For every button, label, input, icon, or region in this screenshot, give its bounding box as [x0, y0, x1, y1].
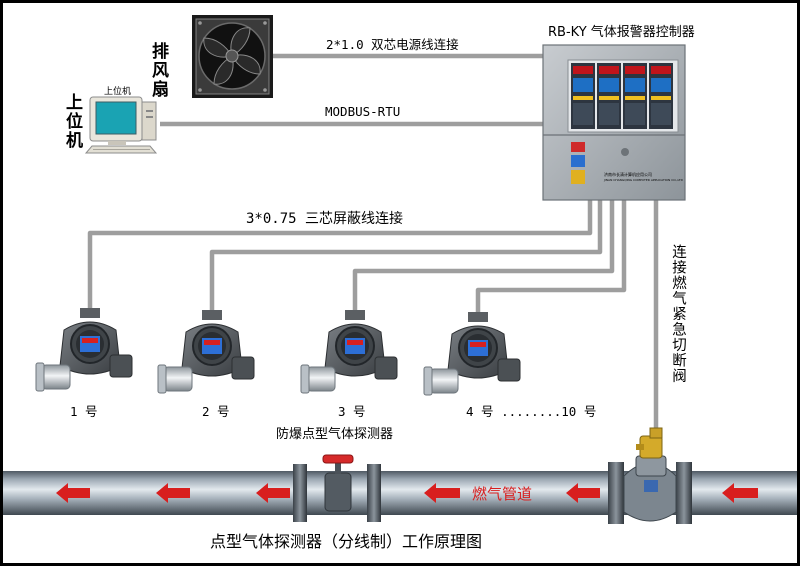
detector-2	[157, 310, 255, 394]
detector-1-cable	[87, 200, 593, 316]
detector-1	[35, 308, 133, 392]
detector-4-label: 4 号 ........10 号	[466, 404, 596, 419]
flow-arrows	[56, 483, 758, 503]
controller-panel-text-2: JINAN CHANGQING COMPUTER APPLICATION CO.…	[603, 178, 684, 182]
controller-cabinet: 济南市长清计算机应用公司 JINAN CHANGQING COMPUTER AP…	[542, 44, 686, 201]
diagram-title: 点型气体探测器（分线制）工作原理图	[210, 532, 482, 551]
host-computer	[84, 96, 158, 154]
pc-screen-label: 上位机	[104, 85, 131, 97]
detector-4	[423, 312, 521, 396]
controller-title: RB-KY 气体报警器控制器	[548, 24, 695, 40]
gas-pipe	[3, 462, 797, 524]
exhaust-fan	[192, 15, 273, 98]
controller-panel-text-1: 济南市长清计算机应用公司	[604, 171, 652, 177]
display-modules	[571, 63, 673, 129]
pipe-label: 燃气管道	[472, 485, 532, 503]
flow-arrow-5	[566, 483, 600, 503]
pc-label: 上位机	[62, 93, 83, 150]
pc-link-label: MODBUS-RTU	[325, 104, 400, 119]
manual-valve	[322, 454, 354, 512]
sensor-link-label: 3*0.75 三芯屏蔽线连接	[246, 210, 403, 227]
detector-caption: 防爆点型气体探测器	[276, 426, 393, 442]
flow-arrow-2	[156, 483, 190, 503]
flow-arrow-6	[722, 483, 758, 503]
fan-label: 排风扇	[148, 41, 169, 99]
shutoff-valve	[623, 427, 677, 522]
detector-1-label: 1 号	[70, 404, 98, 419]
detector-3-cable	[352, 200, 615, 318]
flow-arrow-1	[56, 483, 90, 503]
cables	[87, 53, 659, 435]
fan-link-label: 2*1.0 双芯电源线连接	[326, 37, 459, 52]
detector-4-cable	[475, 200, 627, 320]
flow-arrow-4	[424, 483, 460, 503]
detector-2-label: 2 号	[202, 404, 230, 419]
detector-2-cable	[209, 200, 603, 318]
valve-link-label: 连接燃气紧急切断阀	[670, 244, 686, 384]
detector-3-label: 3 号	[338, 404, 366, 419]
flow-arrow-3	[256, 483, 290, 503]
detector-3	[300, 310, 398, 394]
